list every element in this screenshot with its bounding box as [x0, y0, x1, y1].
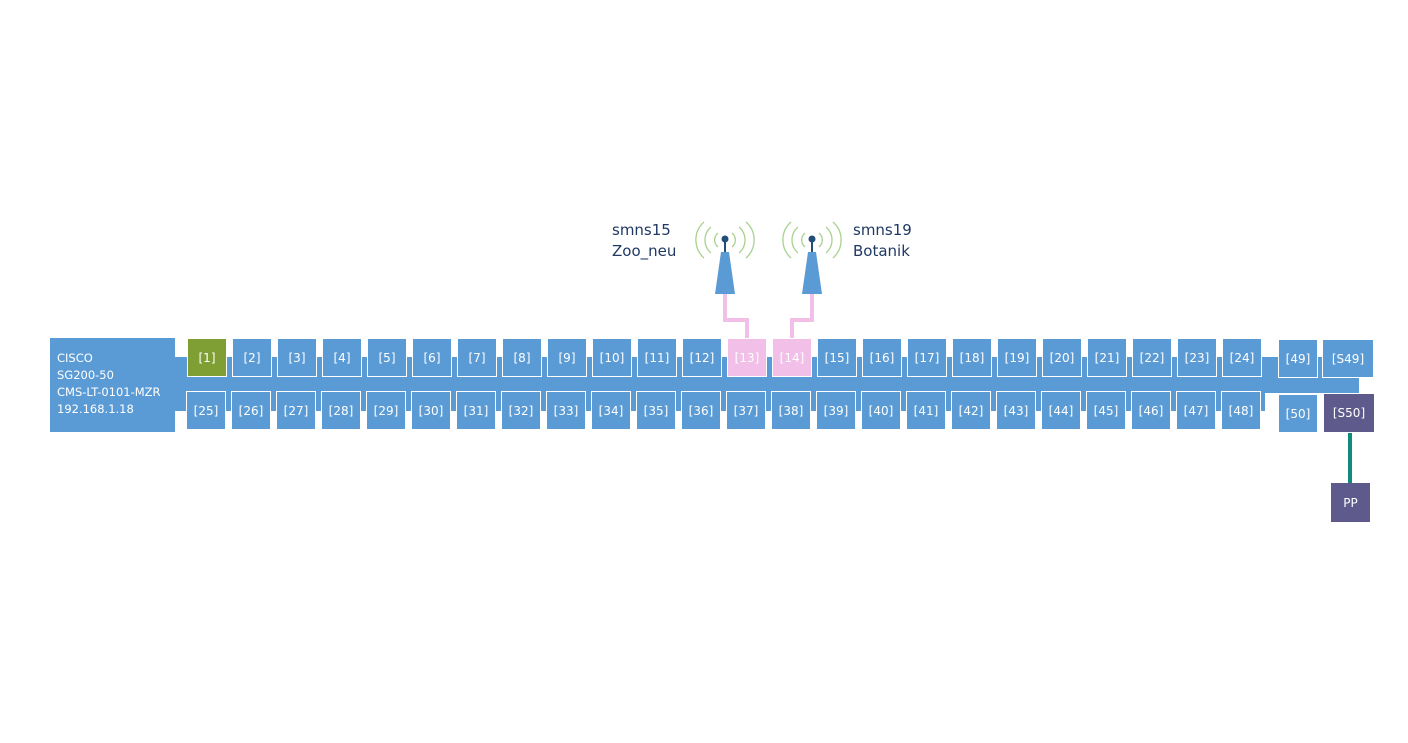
port-45[interactable]: [45]	[1086, 391, 1126, 430]
port-36[interactable]: [36]	[681, 391, 721, 430]
port-s49[interactable]: [S49]	[1322, 339, 1374, 378]
port-35[interactable]: [35]	[636, 391, 676, 430]
port-12[interactable]: [12]	[682, 338, 722, 377]
port-23[interactable]: [23]	[1177, 338, 1217, 377]
access-point-icon	[695, 221, 755, 294]
port-6[interactable]: [6]	[412, 338, 452, 377]
port-3[interactable]: [3]	[277, 338, 317, 377]
switch-model: SG200-50	[57, 368, 114, 382]
port-43[interactable]: [43]	[996, 391, 1036, 430]
ap-location: Botanik	[853, 242, 910, 260]
port-49[interactable]: [49]	[1278, 339, 1318, 378]
switch-ip: 192.168.1.18	[57, 402, 134, 416]
port-38[interactable]: [38]	[771, 391, 811, 430]
ap-location: Zoo_neu	[612, 242, 677, 260]
port-24[interactable]: [24]	[1222, 338, 1262, 377]
port-33[interactable]: [33]	[546, 391, 586, 430]
port-40[interactable]: [40]	[861, 391, 901, 430]
port-13[interactable]: [13]	[727, 338, 767, 377]
port-28[interactable]: [28]	[321, 391, 361, 430]
wifi-signal-icon	[695, 221, 755, 259]
port-46[interactable]: [46]	[1131, 391, 1171, 430]
port-44[interactable]: [44]	[1041, 391, 1081, 430]
port-2[interactable]: [2]	[232, 338, 272, 377]
ap-link-smns19	[790, 294, 814, 338]
port-34[interactable]: [34]	[591, 391, 631, 430]
port-15[interactable]: [15]	[817, 338, 857, 377]
port-37[interactable]: [37]	[726, 391, 766, 430]
port-32[interactable]: [32]	[501, 391, 541, 430]
port-18[interactable]: [18]	[952, 338, 992, 377]
switch-hostname: CMS-LT-0101-MZR	[57, 385, 161, 399]
switch-info[interactable]: CISCO SG200-50 CMS-LT-0101-MZR 192.168.1…	[50, 338, 175, 432]
port-26[interactable]: [26]	[231, 391, 271, 430]
port-21[interactable]: [21]	[1087, 338, 1127, 377]
port-27[interactable]: [27]	[276, 391, 316, 430]
port-31[interactable]: [31]	[456, 391, 496, 430]
port-1[interactable]: [1]	[187, 338, 227, 377]
port-25[interactable]: [25]	[186, 391, 226, 430]
access-point-icon	[782, 221, 842, 294]
patch-panel[interactable]: PP	[1331, 483, 1370, 522]
port-29[interactable]: [29]	[366, 391, 406, 430]
port-20[interactable]: [20]	[1042, 338, 1082, 377]
port-41[interactable]: [41]	[906, 391, 946, 430]
port-s50[interactable]: [S50]	[1323, 393, 1375, 433]
ap-label-smns15: smns15 Zoo_neu	[612, 220, 676, 262]
ap-name: smns19	[853, 221, 912, 239]
port-47[interactable]: [47]	[1176, 391, 1216, 430]
ap-label-smns19: smns19 Botanik	[853, 220, 912, 262]
port-50[interactable]: [50]	[1278, 394, 1318, 433]
wifi-signal-icon	[782, 221, 842, 259]
port-39[interactable]: [39]	[816, 391, 856, 430]
ap-name: smns15	[612, 221, 671, 239]
port-48[interactable]: [48]	[1221, 391, 1261, 430]
port-22[interactable]: [22]	[1132, 338, 1172, 377]
port-9[interactable]: [9]	[547, 338, 587, 377]
port-14[interactable]: [14]	[772, 338, 812, 377]
port-42[interactable]: [42]	[951, 391, 991, 430]
port-11[interactable]: [11]	[637, 338, 677, 377]
port-4[interactable]: [4]	[322, 338, 362, 377]
port-5[interactable]: [5]	[367, 338, 407, 377]
port-16[interactable]: [16]	[862, 338, 902, 377]
port-8[interactable]: [8]	[502, 338, 542, 377]
port-30[interactable]: [30]	[411, 391, 451, 430]
port-17[interactable]: [17]	[907, 338, 947, 377]
ap-link-smns15	[723, 294, 749, 338]
port-7[interactable]: [7]	[457, 338, 497, 377]
port-10[interactable]: [10]	[592, 338, 632, 377]
switch-vendor: CISCO	[57, 351, 93, 365]
port-19[interactable]: [19]	[997, 338, 1037, 377]
patch-panel-link	[1348, 433, 1352, 483]
